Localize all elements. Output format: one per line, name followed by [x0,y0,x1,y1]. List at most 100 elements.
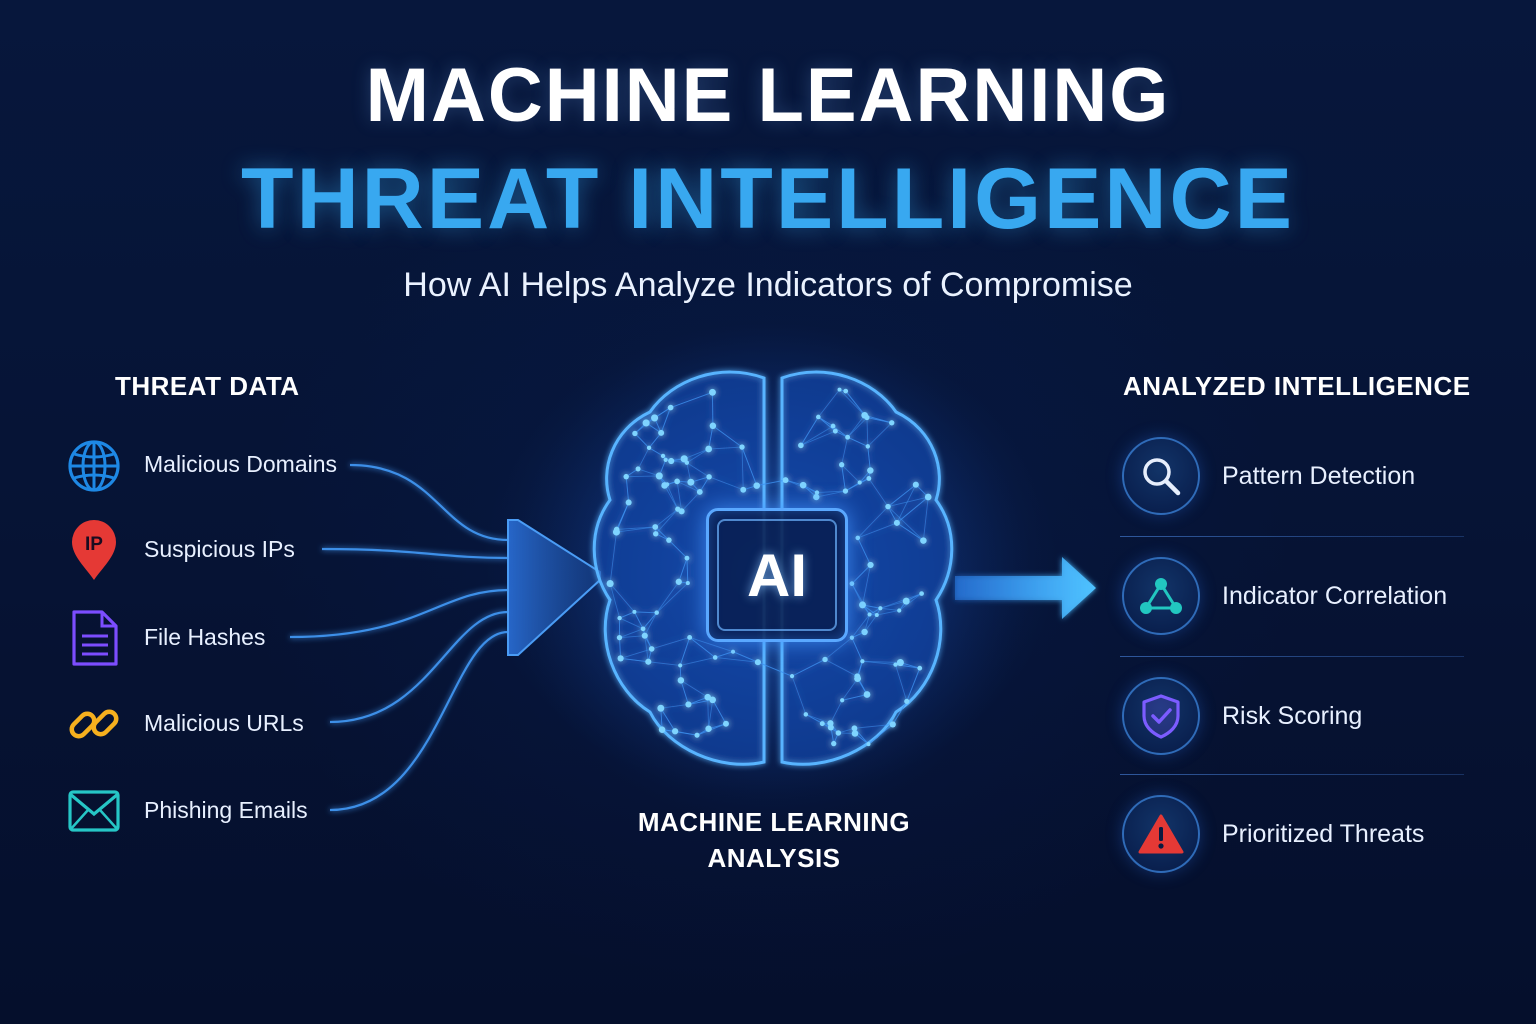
network-node [803,712,809,717]
network-edge [609,531,617,584]
network-edge [895,664,908,702]
network-edge [866,417,869,447]
network-node [813,493,820,501]
network-node [782,477,789,484]
network-edge [648,447,664,457]
network-edge [842,694,868,701]
network-node [658,726,666,733]
network-node [654,610,659,615]
network-edge [892,701,908,725]
network-node [840,698,845,703]
network-node [648,646,655,652]
network-node [641,632,648,639]
network-node [696,489,703,495]
network-node [843,388,849,394]
network-edge [619,637,622,659]
network-edge [906,668,921,702]
network-node [893,662,898,667]
network-edge [664,485,679,510]
network-edge [868,724,894,745]
network-edge [816,490,846,493]
network-edge [715,651,734,658]
network-node [722,720,729,727]
network-edge [791,659,826,677]
network-edge [824,637,853,660]
threat-item-label: File Hashes [144,624,266,650]
network-edge [676,481,683,512]
network-node [896,658,904,667]
network-edge [887,506,898,524]
network-node [660,453,666,459]
network-edge [637,447,650,470]
network-edge [832,425,848,438]
ai-label: AI [747,541,807,609]
network-node [645,658,652,665]
network-node [694,732,700,738]
network-edge [708,425,714,450]
analyzed-intelligence-heading: ANALYZED INTELLIGENCE [1123,371,1471,401]
network-edge [732,651,759,663]
network-node [917,665,923,671]
network-edge [847,415,865,438]
magnifier-icon [1143,458,1181,496]
network-node [635,466,641,472]
network-edge [839,389,865,416]
network-edge [800,416,819,446]
network-edge [841,464,861,483]
network-node [885,503,891,510]
network-edge [847,436,868,447]
network-edge [668,539,688,559]
network-node [753,482,761,489]
network-edge [857,537,871,566]
network-edge [867,422,893,447]
network-edge [644,635,649,662]
network-edge [689,637,716,658]
network-edge [805,713,831,724]
network-node [902,597,910,605]
network-node [912,481,919,488]
network-node [667,404,674,411]
network-edge [666,484,679,510]
network-node [878,606,883,611]
indicator-correlation-badge [1122,557,1200,635]
network-edge [619,611,635,619]
network-edge [651,637,690,650]
network-edge [867,446,871,471]
divider [1120,536,1464,537]
globe-icon [68,440,120,492]
network-node [865,444,871,449]
network-node [739,444,745,450]
network-node [685,581,690,586]
network-edge [712,425,743,448]
network-node [709,696,716,704]
network-node [831,740,837,747]
network-edge [876,610,900,616]
network-edge [642,612,658,630]
network-node [705,725,712,732]
network-edge [680,657,716,666]
network-edge [654,526,670,541]
network-edge [816,490,846,498]
network-edge [896,484,917,524]
network-node [754,659,761,666]
network-node [657,704,665,712]
network-edge [656,582,689,613]
network-edge [619,628,644,639]
network-edge [898,593,922,611]
network-edge [817,389,840,418]
network-node [705,445,713,453]
network-edge [634,611,644,630]
ai-chip: AI [706,508,848,642]
network-edge [619,635,645,639]
caption-line-1: MACHINE LEARNING [637,807,911,837]
network-edge [857,522,898,539]
network-edge [625,476,630,503]
network-node [845,434,851,440]
document-icon [72,610,118,666]
network-edge [660,407,672,434]
network-edge [699,476,710,493]
network-edge [689,637,734,653]
network-node [855,535,861,541]
network-edge [626,475,660,478]
network-edge [851,637,863,662]
